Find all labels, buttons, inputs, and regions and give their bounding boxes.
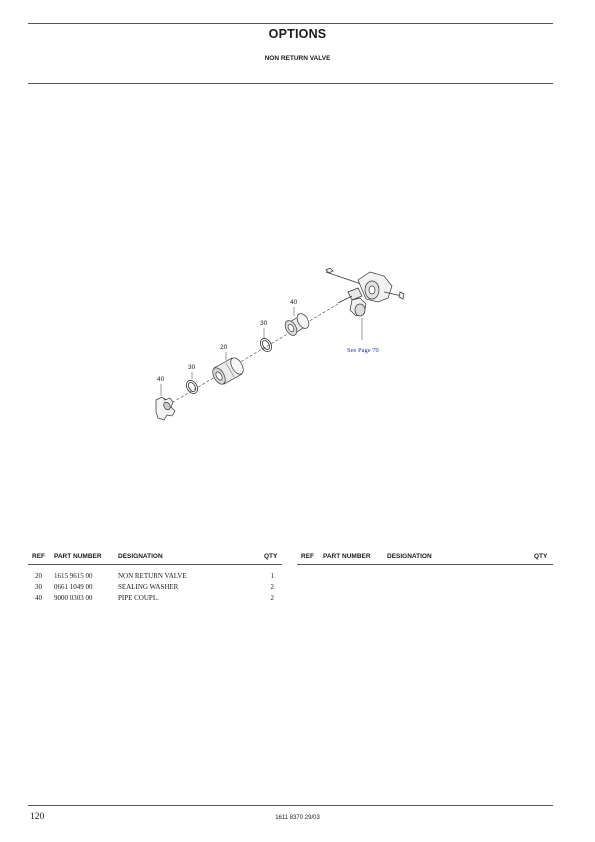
table-header-rule bbox=[28, 564, 282, 565]
page-title: OPTIONS bbox=[268, 27, 327, 41]
col-header-ref: REF bbox=[32, 553, 45, 560]
col-header-qty: QTY bbox=[264, 553, 278, 560]
cell-designation: PIPE COUPL. bbox=[118, 594, 159, 602]
col-header-designation: DESIGNATION bbox=[387, 553, 432, 560]
cell-qty: 2 bbox=[270, 583, 275, 591]
footer-rule bbox=[28, 805, 553, 806]
main-valve-assembly bbox=[325, 267, 405, 340]
see-page-reference: See Page 70 bbox=[347, 347, 379, 354]
cell-qty: 2 bbox=[270, 594, 275, 602]
pipe-coupling-left bbox=[155, 396, 176, 421]
parts-table-right: REF PART NUMBER DESIGNATION QTY bbox=[297, 553, 553, 567]
parts-table-left: REF PART NUMBER DESIGNATION QTY 20 1615 … bbox=[28, 553, 282, 613]
col-header-designation: DESIGNATION bbox=[118, 553, 163, 560]
assembly-axis bbox=[167, 303, 339, 406]
page-number: 120 bbox=[30, 812, 45, 822]
table-header-rule bbox=[297, 564, 553, 565]
cell-part-number: 0661 1049 00 bbox=[54, 583, 93, 591]
callout-40-right: 40 bbox=[290, 299, 298, 306]
callout-20: 20 bbox=[220, 344, 228, 351]
cell-designation: SEALING WASHER bbox=[118, 583, 179, 591]
col-header-ref: REF bbox=[301, 553, 314, 560]
callout-30-left: 30 bbox=[188, 364, 196, 371]
cell-qty: 1 bbox=[270, 572, 275, 580]
sealing-washer-right bbox=[260, 338, 272, 352]
callout-40-left: 40 bbox=[157, 376, 165, 383]
non-return-valve-body bbox=[212, 357, 244, 385]
col-header-qty: QTY bbox=[534, 553, 548, 560]
top-rule bbox=[28, 23, 553, 24]
col-header-part-number: PART NUMBER bbox=[323, 553, 371, 560]
page-subtitle: NON RETURN VALVE bbox=[264, 55, 331, 62]
sealing-washer-left bbox=[186, 380, 198, 394]
cell-ref: 30 bbox=[35, 583, 42, 591]
cell-designation: NON RETURN VALVE bbox=[118, 572, 187, 580]
cell-part-number: 1615 9615 00 bbox=[54, 572, 93, 580]
document-code: 1611 8370 29/03 bbox=[275, 815, 320, 821]
cell-ref: 40 bbox=[35, 594, 42, 602]
callout-30-right: 30 bbox=[260, 320, 268, 327]
cell-ref: 20 bbox=[35, 572, 42, 580]
col-header-part-number: PART NUMBER bbox=[54, 553, 102, 560]
pipe-coupling-right bbox=[284, 313, 310, 336]
cell-part-number: 9000 0303 00 bbox=[54, 594, 93, 602]
exploded-parts-diagram: 40 30 20 30 40 bbox=[155, 267, 405, 421]
header-bottom-rule bbox=[28, 83, 553, 84]
